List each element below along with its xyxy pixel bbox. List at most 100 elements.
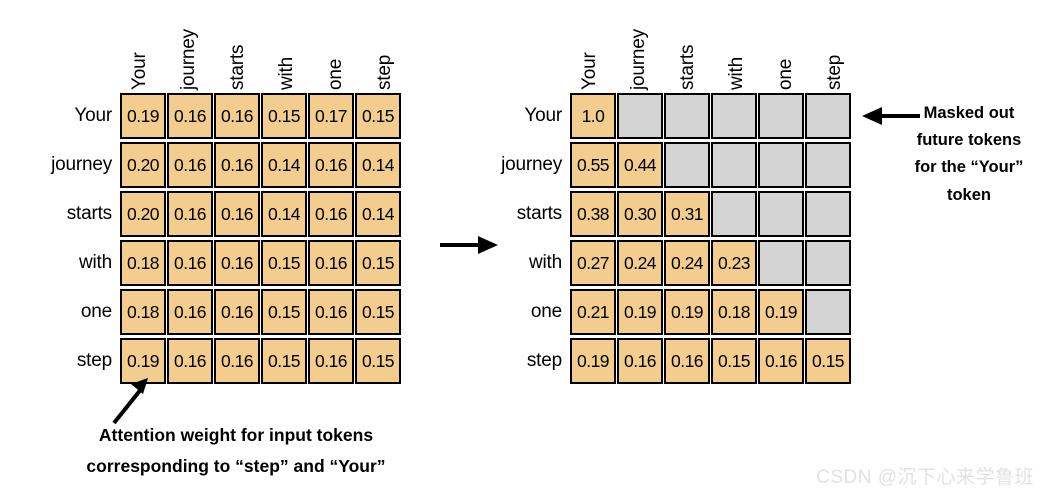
attention-cell: 0.19 bbox=[120, 338, 166, 384]
attention-cell: 0.20 bbox=[120, 142, 166, 188]
attention-cell: 0.15 bbox=[261, 240, 307, 286]
masked-tokens-annotation: Masked out future tokens for the “Your” … bbox=[896, 100, 1042, 209]
column-header-step: step bbox=[813, 8, 861, 92]
watermark: CSDN @沉下心来学鲁班 bbox=[816, 467, 1034, 488]
attention-cell: 0.19 bbox=[617, 289, 663, 335]
column-header-label: journey bbox=[178, 29, 199, 90]
attention-weight-annotation: Attention weight for input tokens corres… bbox=[28, 420, 444, 481]
column-header-your: Your bbox=[118, 8, 166, 92]
masked-cell bbox=[711, 142, 757, 188]
masked-cell bbox=[664, 142, 710, 188]
attention-cell: 0.44 bbox=[617, 142, 663, 188]
attention-cell: 0.19 bbox=[570, 338, 616, 384]
row-label-starts: starts bbox=[66, 203, 112, 224]
attention-cell: 0.16 bbox=[214, 191, 260, 237]
column-header-label: Your bbox=[129, 52, 150, 90]
annotation-line: corresponding to “step” and “Your” bbox=[86, 455, 386, 476]
masked-cell bbox=[805, 240, 851, 286]
attention-cell: 0.24 bbox=[617, 240, 663, 286]
attention-cell: 0.19 bbox=[664, 289, 710, 335]
row-label-step: step bbox=[526, 350, 562, 371]
attention-cell: 0.14 bbox=[261, 142, 307, 188]
attention-cell: 0.15 bbox=[261, 338, 307, 384]
annotation-line: future tokens bbox=[916, 131, 1022, 150]
masked-cell bbox=[805, 142, 851, 188]
masked-cell bbox=[758, 240, 804, 286]
column-header-label: step bbox=[824, 54, 845, 90]
attention-cell: 0.18 bbox=[711, 289, 757, 335]
masked-cell bbox=[758, 191, 804, 237]
row-label-journey: journey bbox=[51, 154, 112, 175]
masked-cell bbox=[805, 289, 851, 335]
attention-cell: 0.15 bbox=[711, 338, 757, 384]
attention-cell: 0.15 bbox=[355, 289, 401, 335]
column-header-journey: journey bbox=[617, 8, 665, 92]
attention-cell: 0.16 bbox=[167, 142, 213, 188]
attention-cell: 0.14 bbox=[355, 191, 401, 237]
attention-cell: 0.16 bbox=[167, 289, 213, 335]
masked-cell bbox=[711, 191, 757, 237]
column-header-one: one bbox=[764, 8, 812, 92]
attention-cell: 0.16 bbox=[214, 289, 260, 335]
annotation-arrow-left-icon bbox=[862, 107, 920, 125]
masked-cell bbox=[664, 93, 710, 139]
column-header-label: with bbox=[726, 57, 747, 90]
attention-cell: 0.18 bbox=[120, 289, 166, 335]
column-header-your: Your bbox=[568, 8, 616, 92]
attention-cell: 0.16 bbox=[167, 93, 213, 139]
column-header-label: with bbox=[276, 57, 297, 90]
attention-cell: 0.14 bbox=[261, 191, 307, 237]
attention-cell: 1.0 bbox=[570, 93, 616, 139]
masked-cell bbox=[758, 142, 804, 188]
masked-cell bbox=[711, 93, 757, 139]
masked-cell bbox=[805, 191, 851, 237]
attention-cell: 0.16 bbox=[167, 338, 213, 384]
attention-cell: 0.14 bbox=[355, 142, 401, 188]
row-label-your: Your bbox=[74, 105, 112, 126]
column-header-journey: journey bbox=[167, 8, 215, 92]
attention-cell: 0.27 bbox=[570, 240, 616, 286]
attention-cell: 0.16 bbox=[214, 240, 260, 286]
row-label-one: one bbox=[80, 301, 112, 322]
column-header-with: with bbox=[265, 8, 313, 92]
row-label-step: step bbox=[76, 350, 112, 371]
row-label-with: with bbox=[529, 252, 562, 273]
attention-cell: 0.16 bbox=[308, 289, 354, 335]
attention-cell: 0.16 bbox=[664, 338, 710, 384]
attention-cell: 0.16 bbox=[308, 191, 354, 237]
attention-cell: 0.15 bbox=[355, 240, 401, 286]
masked-cell bbox=[758, 93, 804, 139]
row-label-starts: starts bbox=[516, 203, 562, 224]
attention-cell: 0.16 bbox=[167, 191, 213, 237]
attention-cell: 0.21 bbox=[570, 289, 616, 335]
attention-cell: 0.16 bbox=[214, 142, 260, 188]
attention-cell: 0.16 bbox=[167, 240, 213, 286]
row-label-journey: journey bbox=[501, 154, 562, 175]
annotation-arrow-up-right-icon bbox=[112, 378, 148, 425]
masked-cell bbox=[617, 93, 663, 139]
column-header-label: starts bbox=[227, 44, 248, 90]
column-header-label: journey bbox=[628, 29, 649, 90]
column-header-step: step bbox=[363, 8, 411, 92]
attention-cell: 0.15 bbox=[261, 289, 307, 335]
attention-cell: 0.30 bbox=[617, 191, 663, 237]
attention-cell: 0.31 bbox=[664, 191, 710, 237]
attention-cell: 0.55 bbox=[570, 142, 616, 188]
attention-cell: 0.15 bbox=[355, 338, 401, 384]
attention-cell: 0.16 bbox=[308, 240, 354, 286]
attention-cell: 0.16 bbox=[758, 338, 804, 384]
attention-cell: 0.19 bbox=[120, 93, 166, 139]
attention-cell: 0.19 bbox=[758, 289, 804, 335]
